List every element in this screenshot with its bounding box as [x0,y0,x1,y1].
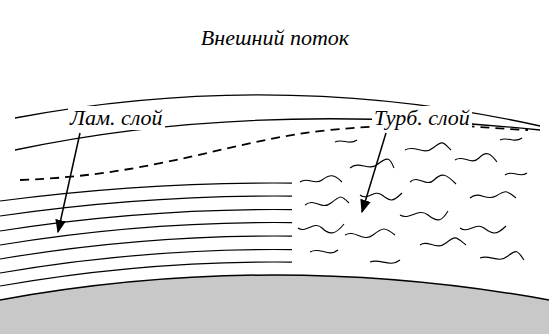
turbulent-eddies [298,138,527,263]
wall-line [0,275,549,300]
layer-edge [20,125,528,180]
laminar-lines [0,183,292,286]
body-surface [0,275,549,334]
leader-arrow [362,133,386,212]
layer-label: Турб. слой [372,106,472,130]
flow-label: Внешний поток [199,26,351,50]
layer-label: Лам. слой [68,106,165,130]
leader-arrow [58,133,80,232]
